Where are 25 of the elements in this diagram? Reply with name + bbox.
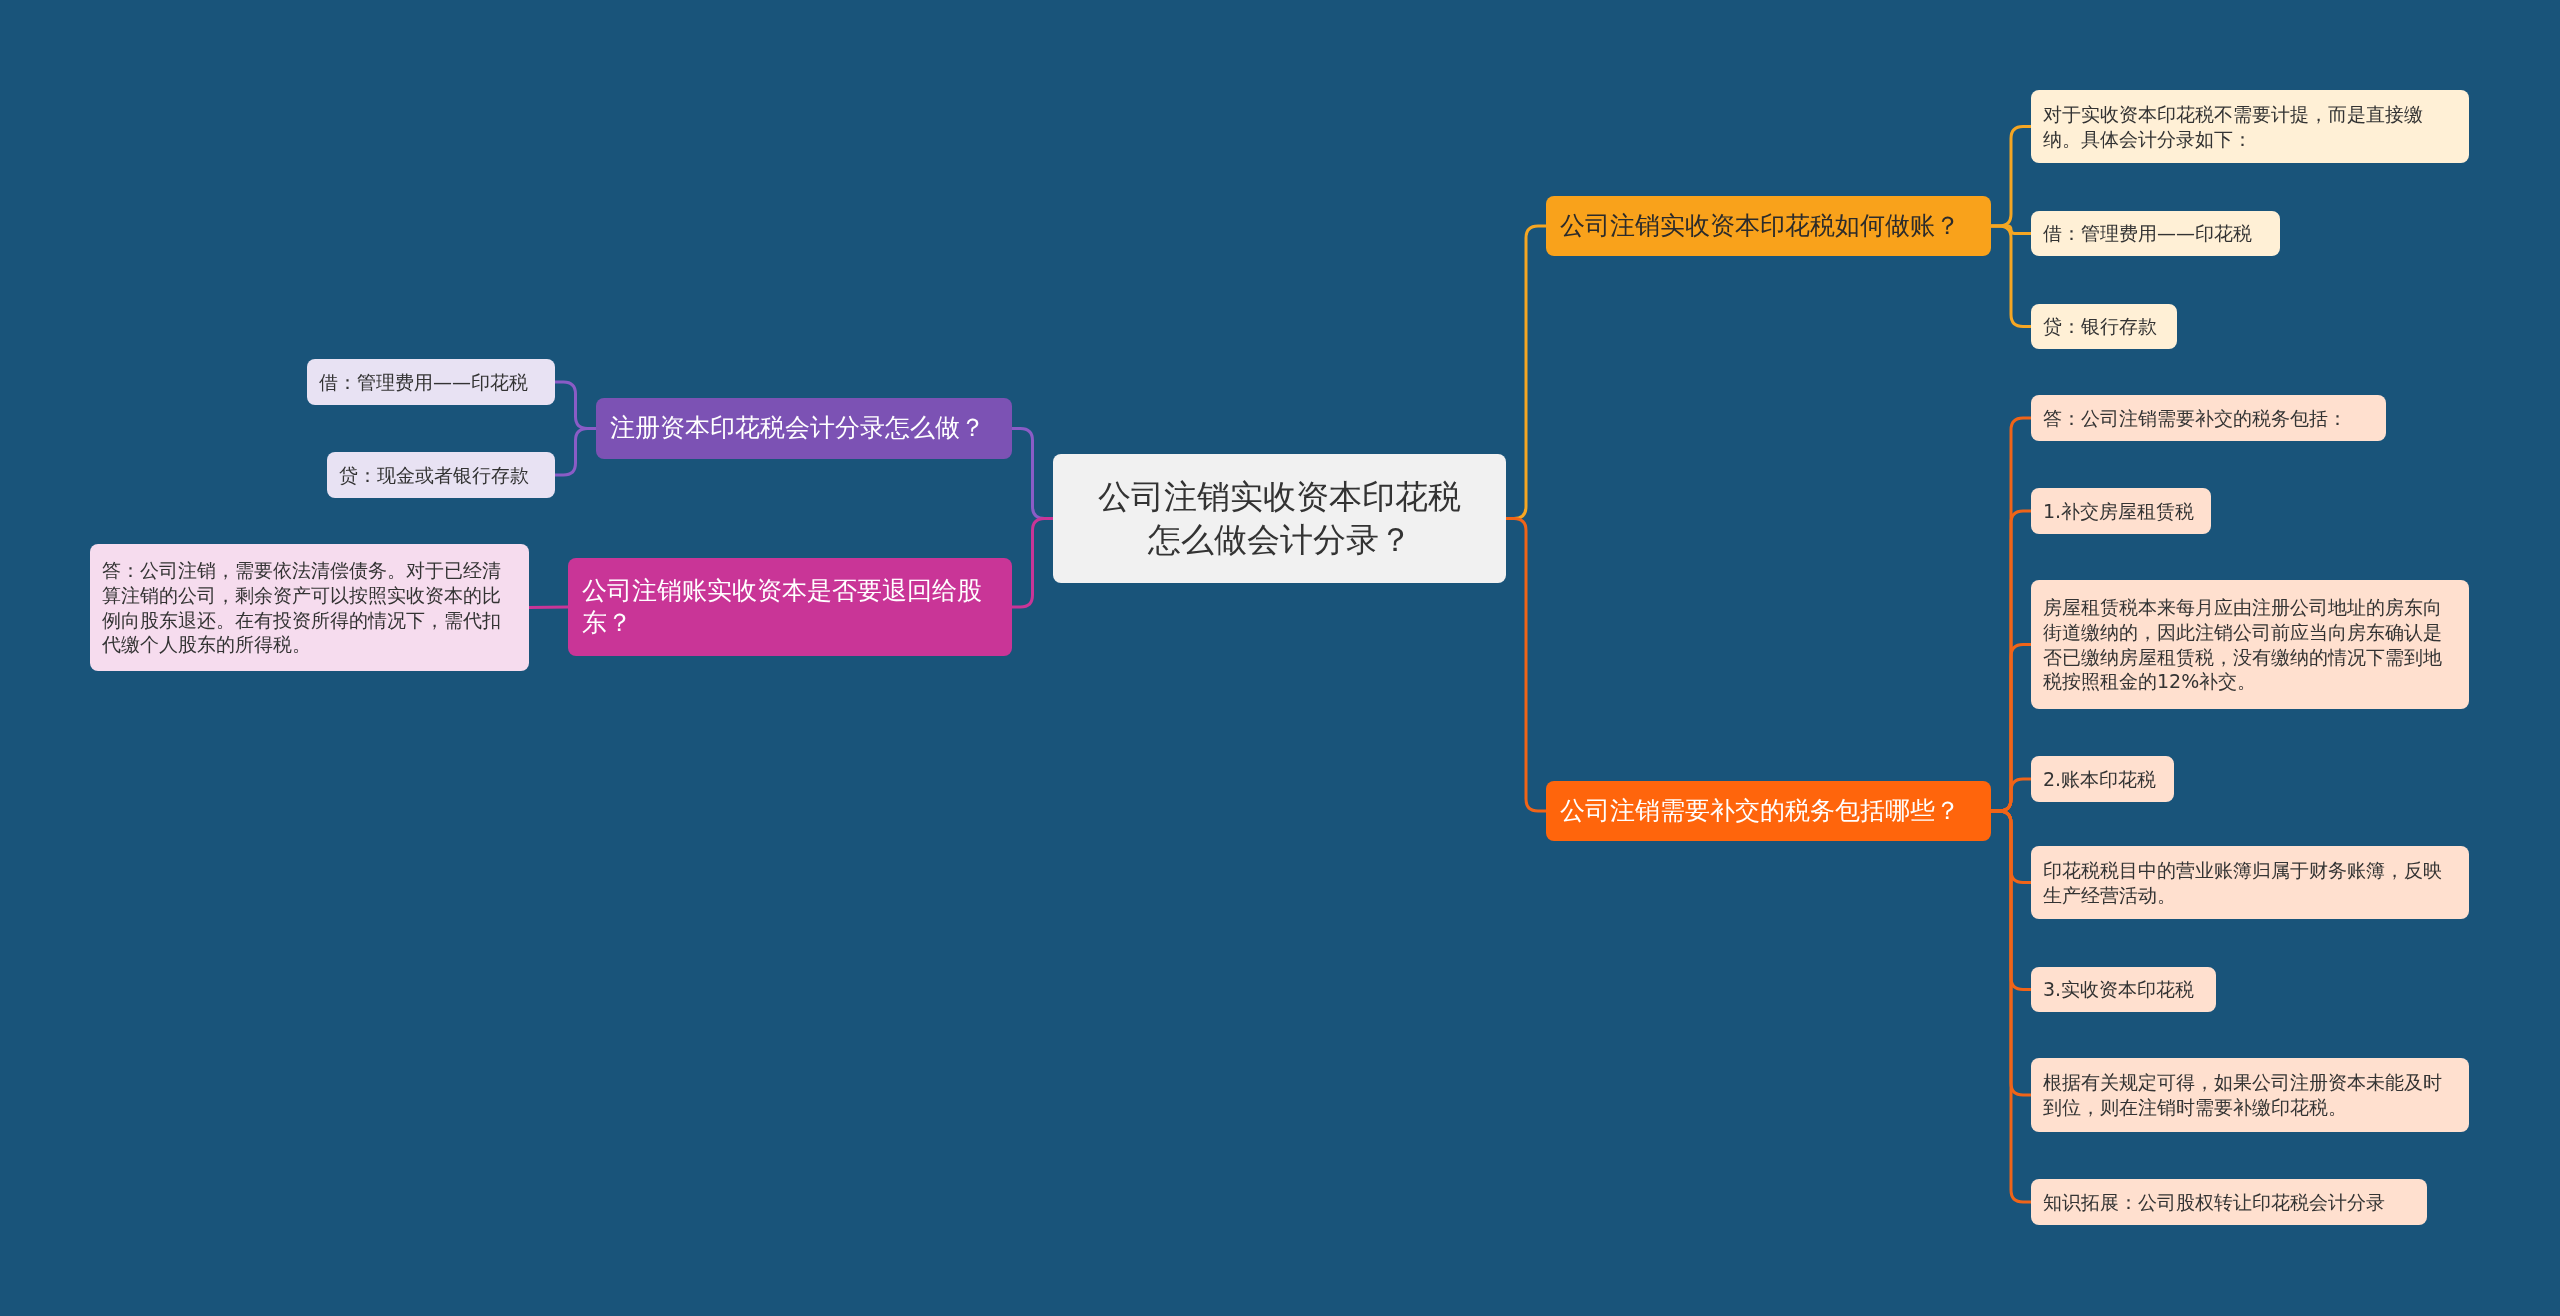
leaf-box: 借：管理费用——印花税 xyxy=(2031,211,2280,256)
connector xyxy=(1506,517,1546,813)
leaf-box: 贷：现金或者银行存款 xyxy=(327,452,555,498)
connector xyxy=(1012,517,1053,609)
leaf-box: 1.补交房屋租赁税 xyxy=(2031,488,2211,534)
branch-box: 公司注销需要补交的税务包括哪些？ xyxy=(1546,781,1991,841)
leaf-box: 答：公司注销，需要依法清偿债务。对于已经清算注销的公司，剩余资产可以按照实收资本的比例向股东退还。在有投资所得的情况下，需代扣代缴个人股东的所得税。 xyxy=(90,544,529,671)
connector xyxy=(1991,809,2031,1204)
leaf-box: 贷：银行存款 xyxy=(2031,304,2177,349)
leaf-box: 根据有关规定可得，如果公司注册资本未能及时到位，则在注销时需要补缴印花税。 xyxy=(2031,1058,2469,1132)
leaf-box: 2.账本印花税 xyxy=(2031,756,2174,802)
branch-box: 注册资本印花税会计分录怎么做？ xyxy=(596,398,1012,459)
topic-box: 公司注销实收资本印花税怎么做会计分录？ xyxy=(1053,454,1506,583)
connector xyxy=(1991,224,2031,328)
connector xyxy=(555,427,596,477)
leaf-box: 借：管理费用——印花税 xyxy=(307,359,555,405)
leaf-box: 房屋租赁税本来每月应由注册公司地址的房东向街道缴纳的，因此注销公司前应当向房东确认是否已缴纳房屋租赁税，没有缴纳的情况下需到地税按照租金的12%补交。 xyxy=(2031,580,2469,709)
connector xyxy=(528,605,569,609)
leaf-box: 答：公司注销需要补交的税务包括： xyxy=(2031,395,2386,441)
branch-box: 公司注销账实收资本是否要退回给股东？ xyxy=(568,558,1012,656)
leaf-box: 对于实收资本印花税不需要计提，而是直接缴纳。具体会计分录如下： xyxy=(2031,90,2469,163)
branch-box: 公司注销实收资本印花税如何做账？ xyxy=(1546,196,1991,256)
leaf-box: 印花税税目中的营业账簿归属于财务账簿，反映生产经营活动。 xyxy=(2031,846,2469,919)
leaf-box: 3.实收资本印花税 xyxy=(2031,967,2216,1012)
leaf-box: 知识拓展：公司股权转让印花税会计分录 xyxy=(2031,1179,2427,1225)
